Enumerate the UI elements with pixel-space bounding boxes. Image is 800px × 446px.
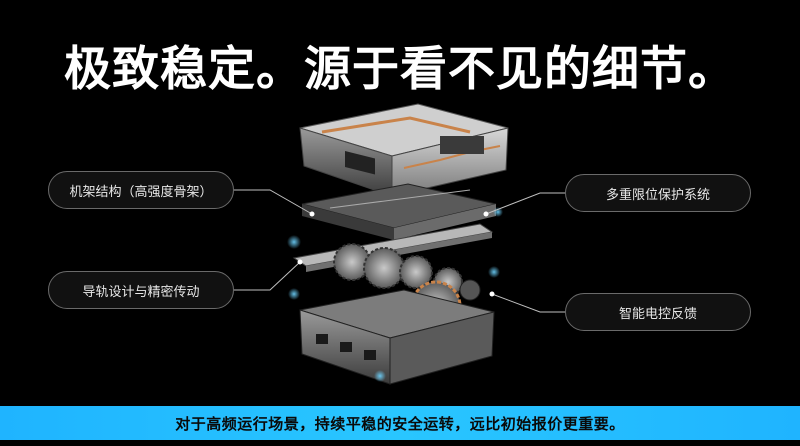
footer-text: 对于高频运行场景，持续平稳的安全运转，远比初始报价更重要。 [175,414,625,433]
callout-frame: 机架结构（高强度骨架） [48,171,234,209]
callout-feedback: 智能电控反馈 [565,293,751,331]
base-plate [299,289,495,385]
top-housing [299,103,509,197]
callout-rail: 导轨设计与精密传动 [48,271,234,309]
leader-lines [234,189,565,313]
footer-banner: 对于高频运行场景，持续平稳的安全运转，远比初始报价更重要。 [0,406,800,440]
frame-skeleton [301,183,497,240]
headline: 极致稳定。源于看不见的细节。 [64,42,736,97]
leader-dots [297,211,495,297]
callout-limit: 多重限位保护系统 [565,174,751,212]
